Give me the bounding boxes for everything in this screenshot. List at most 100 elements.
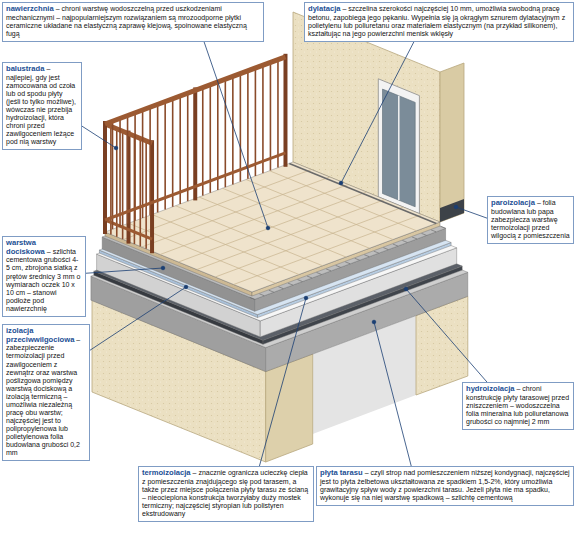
- mesh-bar: [278, 287, 283, 289]
- mesh-bar: [441, 226, 446, 228]
- baluster: [149, 107, 151, 215]
- mesh-bar: [383, 248, 388, 250]
- mesh-bar: [364, 255, 369, 257]
- baluster: [262, 65, 264, 173]
- leader-line: [341, 30, 420, 183]
- callout-heading: termoizolacja: [142, 468, 193, 477]
- baluster: [225, 79, 227, 187]
- leader-lines: [60, 30, 520, 500]
- railing-post: [103, 121, 107, 234]
- mesh-bar: [393, 244, 398, 246]
- callout-box: izolacja przeciwwilgociowa– zabezpieczen…: [2, 324, 90, 461]
- baluster: [142, 110, 144, 218]
- mesh-bar: [259, 294, 264, 296]
- tile-joint: [215, 207, 403, 277]
- baluster: [277, 60, 279, 168]
- baluster: [240, 74, 242, 182]
- terrace-layers: [91, 162, 468, 372]
- callout-paragraph: dylatacja– szczelina szerokości najczęśc…: [308, 5, 570, 38]
- baluster: [270, 62, 272, 170]
- baluster: [247, 71, 249, 179]
- baluster: [134, 113, 136, 221]
- baluster: [164, 102, 166, 210]
- callout-heading: nawierzchnia: [6, 4, 56, 13]
- callout-box: warstwa dociskowa– szlichta cementowa gr…: [2, 236, 86, 317]
- baluster: [179, 96, 181, 204]
- mesh-bar: [431, 230, 436, 232]
- mesh-bar: [250, 297, 255, 299]
- vapour-barrier-foil: [440, 199, 464, 222]
- baluster: [217, 82, 219, 190]
- door-mullion: [398, 96, 400, 200]
- baluster: [202, 88, 204, 196]
- callout-text: – szczelina szerokości najczęściej 10 mm…: [308, 5, 565, 37]
- leader-dot: [184, 285, 188, 289]
- baluster: [255, 68, 257, 176]
- expansion-joint: [289, 163, 436, 223]
- baluster: [172, 99, 174, 207]
- callout-box: balustrada– najlepiej, gdy jest zamocowa…: [2, 62, 82, 150]
- leader-dot: [404, 287, 408, 291]
- wall-end-face: [440, 63, 464, 222]
- callout-box: paroizolacja– folia budowlana lub papa z…: [487, 196, 574, 244]
- handrail: [105, 57, 285, 124]
- leader-dot: [161, 266, 165, 270]
- mesh-bar: [326, 269, 331, 271]
- callout-text: – zabezpieczenie termoizolacji przed zaw…: [6, 336, 80, 456]
- callout-text: – najlepiej, gdy jest zamocowana od czoł…: [6, 65, 76, 145]
- mesh-bar: [412, 237, 417, 239]
- callout-paragraph: paroizolacja– folia budowlana lub papa z…: [491, 199, 570, 240]
- baluster: [232, 76, 234, 184]
- mesh-bar: [317, 272, 322, 274]
- railing-post: [103, 121, 107, 234]
- callout-heading: izolacja przeciwwilgociowa: [6, 326, 76, 344]
- baluster: [127, 116, 129, 224]
- baluster: [157, 104, 159, 212]
- leader-dot: [372, 320, 376, 324]
- baluster: [112, 121, 114, 229]
- railing: [105, 54, 285, 253]
- leader-dot: [454, 205, 458, 209]
- mesh-bar: [355, 258, 360, 260]
- callout-box: termoizolacja– znacznie ogranicza uciecz…: [138, 466, 314, 522]
- mesh-bar: [374, 251, 379, 253]
- mesh-bar: [307, 276, 312, 278]
- leader-dot: [304, 296, 308, 300]
- callout-heading: hydroizolacja: [466, 384, 517, 393]
- callout-heading: dylatacja: [308, 4, 343, 13]
- mesh-bar: [421, 233, 426, 235]
- callout-box: dylatacja– szczelina szerokości najczęśc…: [304, 2, 574, 42]
- bottom-rail: [105, 153, 285, 220]
- railing-post: [193, 87, 197, 200]
- mesh-bar: [297, 280, 302, 282]
- baluster: [116, 129, 118, 237]
- callout-paragraph: płyta tarasu– czyli strop nad pomieszcze…: [320, 469, 570, 502]
- mesh-bar: [269, 290, 274, 292]
- callout-text: – szlichta cementowa grubości 4-5 cm, zb…: [6, 248, 80, 312]
- tile-joints: [123, 170, 421, 285]
- tile-joint: [223, 188, 370, 248]
- layer-top-face: [105, 162, 440, 292]
- tile-layer: [105, 162, 440, 296]
- callout-box: płyta tarasu– czyli strop nad pomieszcze…: [316, 466, 574, 506]
- callout-heading: paroizolacja: [491, 198, 537, 207]
- lower-wall-side: [266, 354, 313, 462]
- baluster: [139, 138, 141, 246]
- baluster: [119, 118, 121, 226]
- callout-paragraph: nawierzchnia– chroni warstwę wodoszczeln…: [6, 5, 260, 38]
- leader-line: [200, 30, 268, 228]
- callout-box: hydroizolacja– chroni konstrukcję płyty …: [462, 382, 574, 430]
- baluster: [187, 93, 189, 201]
- mesh-bar: [402, 240, 407, 242]
- leader-dot: [339, 181, 343, 185]
- callout-paragraph: izolacja przeciwwilgociowa– zabezpieczen…: [6, 327, 86, 457]
- railing-post: [283, 54, 287, 167]
- tile-joint: [179, 192, 367, 262]
- callout-box: nawierzchnia– chroni warstwę wodoszczeln…: [2, 2, 264, 42]
- callout-paragraph: balustrada– najlepiej, gdy jest zamocowa…: [6, 65, 78, 146]
- callout-paragraph: hydroizolacja– chroni konstrukcję płyty …: [466, 385, 570, 426]
- tile-joint: [246, 180, 393, 240]
- baluster: [145, 141, 147, 249]
